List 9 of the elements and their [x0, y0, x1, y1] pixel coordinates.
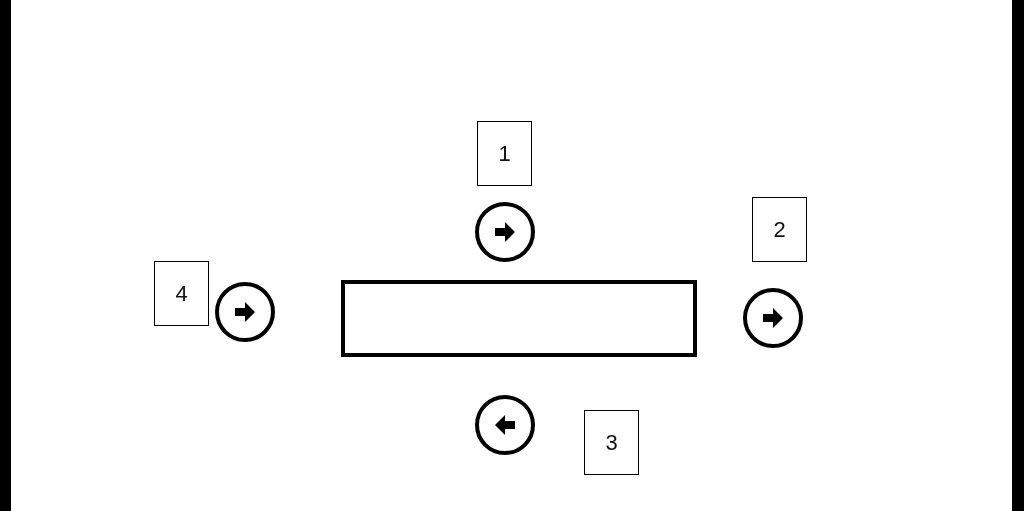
number-box	[154, 261, 209, 326]
callout-number: 1	[498, 140, 511, 167]
bar-rectangle	[341, 280, 697, 357]
callout-number: 3	[605, 429, 618, 456]
callout-number: 2	[773, 216, 786, 243]
number-box	[752, 197, 807, 262]
number-box	[477, 121, 532, 186]
callout-number: 4	[175, 280, 188, 307]
number-box	[584, 410, 639, 475]
